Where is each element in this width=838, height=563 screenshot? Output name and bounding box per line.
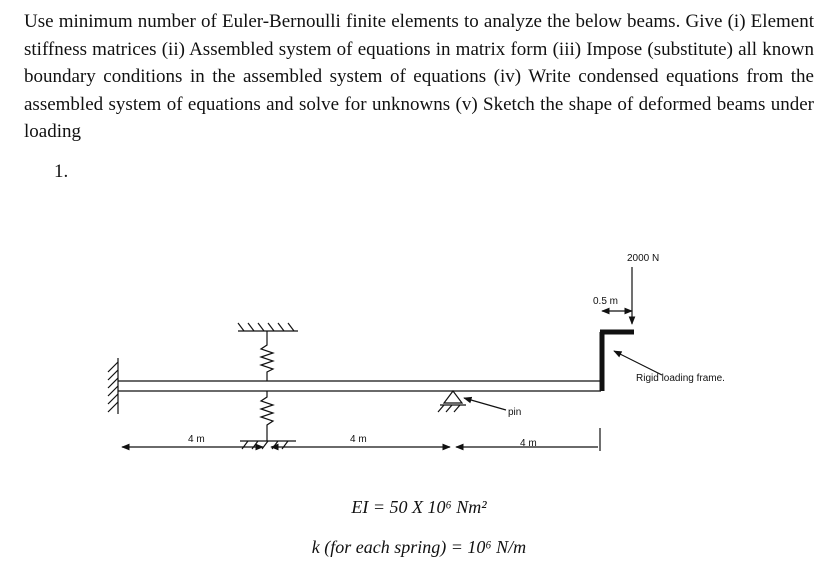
span3-label: 4 m <box>520 438 537 449</box>
pin-label: pin <box>508 407 521 418</box>
span2-label: 4 m <box>350 434 367 445</box>
rigid-frame <box>599 329 663 391</box>
pin-support <box>437 390 507 413</box>
problem-statement: Use minimum number of Euler-Bernoulli fi… <box>24 11 814 142</box>
flexural-rigidity-equation: EI = 50 X 10⁶ Nm² <box>351 497 487 517</box>
frame-label: Rigid loading frame. <box>636 373 725 384</box>
bottom-spring <box>240 391 296 450</box>
top-spring <box>237 322 298 381</box>
span-dimensions <box>121 428 601 451</box>
spring-stiffness-equation: k (for each spring) = 10⁶ N/m <box>311 537 527 557</box>
span1-label: 4 m <box>188 434 205 445</box>
fixed-support <box>107 358 119 414</box>
load-label: 2000 N <box>627 253 659 264</box>
offset-label: 0.5 m <box>593 296 618 307</box>
beam <box>118 380 601 392</box>
problem-number: 1. <box>54 161 69 182</box>
